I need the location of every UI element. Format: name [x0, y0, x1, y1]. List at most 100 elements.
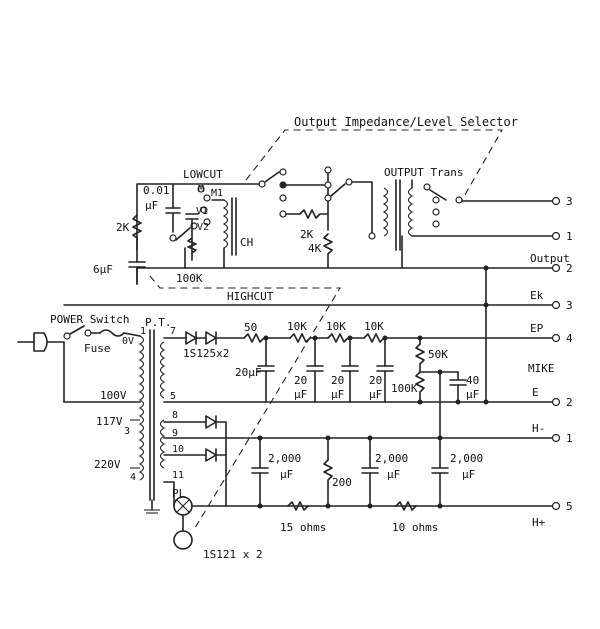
label-c20b: 20 — [294, 374, 307, 387]
terminal-num-8: 5 — [566, 500, 573, 513]
r2k-left-resistor — [132, 214, 142, 239]
selector-lever-2[interactable] — [330, 183, 346, 197]
terminal-out-2[interactable] — [551, 263, 561, 273]
label-c001-unit: μF — [145, 199, 158, 212]
lv-diode-2 — [205, 448, 217, 462]
label-highcut: HIGHCUT — [227, 290, 274, 303]
junction-dot — [437, 435, 443, 441]
junction-dot — [257, 435, 263, 441]
pt-secondary-lv — [159, 419, 166, 469]
junction-dot — [263, 335, 269, 341]
label-c40-unit: μF — [466, 388, 479, 401]
power-switch-contact[interactable] — [63, 332, 71, 340]
label-c6: 6μF — [93, 263, 113, 276]
label-m: M — [198, 184, 204, 195]
selector-contact-8[interactable] — [324, 194, 332, 202]
junction-dot — [325, 503, 331, 509]
trans-tap-1[interactable] — [423, 183, 431, 191]
power-switch-lever[interactable] — [69, 325, 85, 335]
label-c2000c-unit: μF — [462, 468, 475, 481]
r50-resistor — [243, 333, 265, 343]
trans-tap-4[interactable] — [432, 220, 440, 228]
r100k-resistor — [415, 371, 425, 403]
tap-100v: 100V — [100, 389, 127, 402]
terminal-h-plus[interactable] — [551, 501, 561, 511]
power-switch-contact-b[interactable] — [84, 329, 92, 337]
lowcut-contact-m[interactable] — [197, 185, 205, 193]
lv-diode-1 — [205, 415, 217, 429]
mains-plug — [33, 332, 48, 352]
lowcut-contact-m1[interactable] — [203, 194, 211, 202]
pt-secondary-hv — [159, 341, 166, 399]
junction-dot — [280, 182, 286, 188]
label-c2000b-unit: μF — [387, 468, 400, 481]
label-c20b-unit: μF — [294, 388, 307, 401]
junction-dot — [437, 503, 443, 509]
junction-dot — [347, 335, 353, 341]
r10k-a-resistor — [289, 333, 311, 343]
label-c20c-unit: μF — [331, 388, 344, 401]
tap-1: 1 — [140, 326, 146, 337]
tap-9: 9 — [172, 428, 178, 439]
terminal-ek[interactable] — [551, 300, 561, 310]
terminal-e[interactable] — [551, 397, 561, 407]
label-c20d: 20 — [369, 374, 382, 387]
selector-lever-1[interactable] — [264, 171, 280, 183]
lv-diode-join — [215, 421, 227, 507]
tap-220v: 220V — [94, 458, 121, 471]
lowcut-res-zig — [187, 237, 197, 254]
selector-contact-9[interactable] — [345, 178, 353, 186]
terminal-out-3[interactable] — [551, 196, 561, 206]
lowcut-contact-v1[interactable] — [200, 206, 208, 214]
junction-dot — [483, 265, 489, 271]
label-c001: 0.01 — [143, 184, 170, 197]
tap-117v: 117V — [96, 415, 123, 428]
label-c20c: 20 — [331, 374, 344, 387]
tap-0v: 0V — [122, 336, 134, 347]
selector-contact-7[interactable] — [324, 181, 332, 189]
selector-contact-2[interactable] — [279, 168, 287, 176]
label-r100k: 100K — [391, 382, 418, 395]
terminal-h-minus[interactable] — [551, 433, 561, 443]
label-v2: V2 — [197, 222, 209, 233]
trans-output-node[interactable] — [455, 196, 463, 204]
selector-contact-6[interactable] — [324, 166, 332, 174]
terminal-label-ep: EP — [530, 322, 544, 335]
lowcut-contact-v2[interactable] — [203, 218, 211, 226]
terminal-num-4: 3 — [566, 299, 573, 312]
selector-contact-5[interactable] — [279, 210, 287, 218]
junction-dot — [257, 503, 263, 509]
tap-11: 11 — [172, 470, 184, 481]
junction-dot — [483, 302, 489, 308]
terminal-num-3: 2 — [566, 262, 573, 275]
junction-dot — [455, 399, 461, 405]
terminal-ep[interactable] — [551, 333, 561, 343]
r50k-resistor — [415, 343, 425, 365]
selector-contact-4[interactable] — [279, 194, 287, 202]
fuse-element — [99, 329, 125, 337]
label-pl: PL — [172, 487, 186, 500]
selector-contact-1[interactable] — [258, 180, 266, 188]
label-r50: 50 — [244, 321, 257, 334]
label-r10k-b: 10K — [326, 320, 346, 333]
junction-dot — [367, 435, 373, 441]
terminal-label-ek: Ek — [530, 289, 544, 302]
terminal-num-2: 1 — [566, 230, 573, 243]
terminal-num-1: 3 — [566, 195, 573, 208]
label-v1: V1 — [196, 206, 208, 217]
junction-dot — [367, 503, 373, 509]
lowcut-switch-lever[interactable] — [175, 227, 191, 241]
trans-tap-2[interactable] — [432, 196, 440, 204]
label-output-trans: OUTPUT Trans — [384, 166, 463, 179]
trans-sel-lever[interactable] — [429, 189, 447, 201]
label-r10ohm: 10 ohms — [392, 521, 438, 534]
pilot-lamp-cross-2 — [176, 499, 190, 513]
terminal-num-6: 2 — [566, 396, 573, 409]
label-r15: 15 ohms — [280, 521, 326, 534]
tap-5: 5 — [170, 391, 176, 402]
trans-tap-3[interactable] — [432, 208, 440, 216]
terminal-out-1[interactable] — [551, 231, 561, 241]
selector-contact-10[interactable] — [368, 232, 376, 240]
lowcut-switch-contact[interactable] — [169, 234, 177, 242]
